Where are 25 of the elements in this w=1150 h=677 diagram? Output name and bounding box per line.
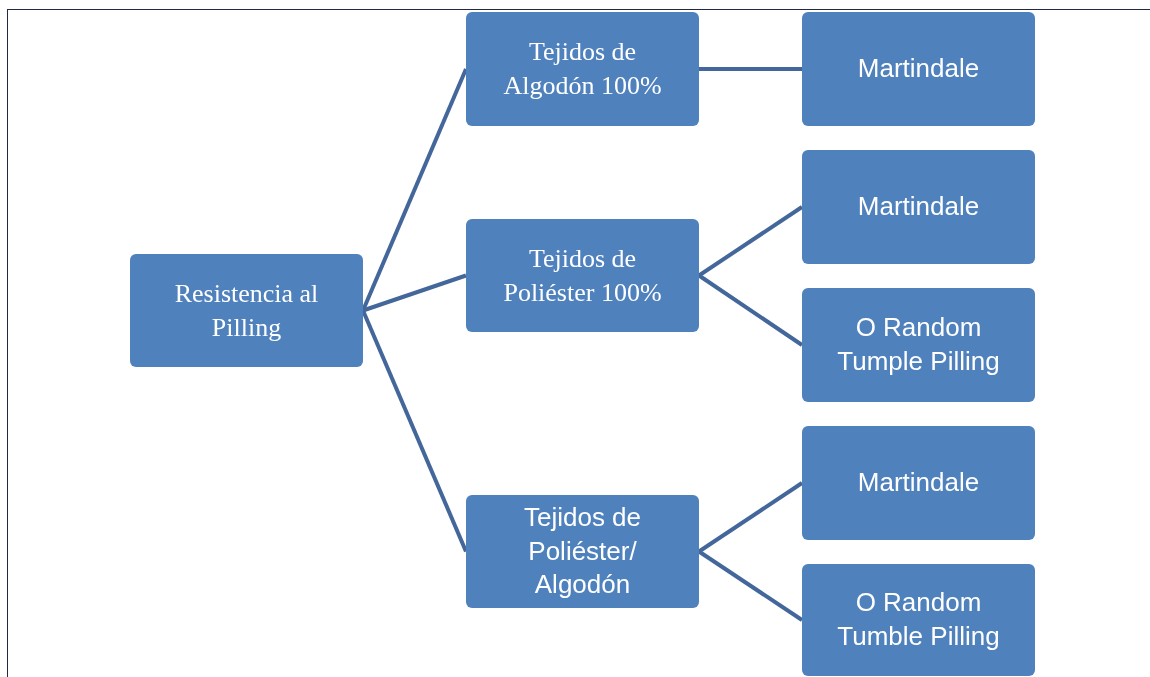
node-label: Tejidos de Algodón 100%	[502, 36, 663, 102]
process-box	[802, 150, 1035, 264]
connector-line	[697, 205, 804, 278]
node-label: Tejidos de Poliéster/ Algodón	[522, 500, 643, 602]
node-label: Martindale	[857, 190, 980, 224]
process-box	[130, 254, 363, 367]
process-box	[466, 12, 699, 126]
connector-line	[699, 67, 802, 71]
connector-line	[361, 309, 468, 553]
node-label: Martindale	[857, 466, 980, 500]
connector-line	[697, 273, 804, 347]
node-label: Martindale	[857, 52, 980, 86]
node-label: Tejidos de Poliéster 100%	[502, 242, 663, 309]
process-box	[802, 426, 1035, 540]
node-label: Resistencia al Pilling	[173, 277, 320, 344]
node-label: O Random Tumble Pilling	[836, 586, 1001, 653]
connector-line	[697, 481, 804, 554]
process-box	[802, 288, 1035, 402]
connector-line	[362, 273, 467, 313]
process-box	[802, 564, 1035, 676]
process-box	[802, 12, 1035, 126]
process-box	[466, 219, 699, 332]
node-label: O Random Tumple Pilling	[836, 311, 1001, 378]
process-box	[466, 495, 699, 608]
connector-line	[697, 549, 804, 622]
